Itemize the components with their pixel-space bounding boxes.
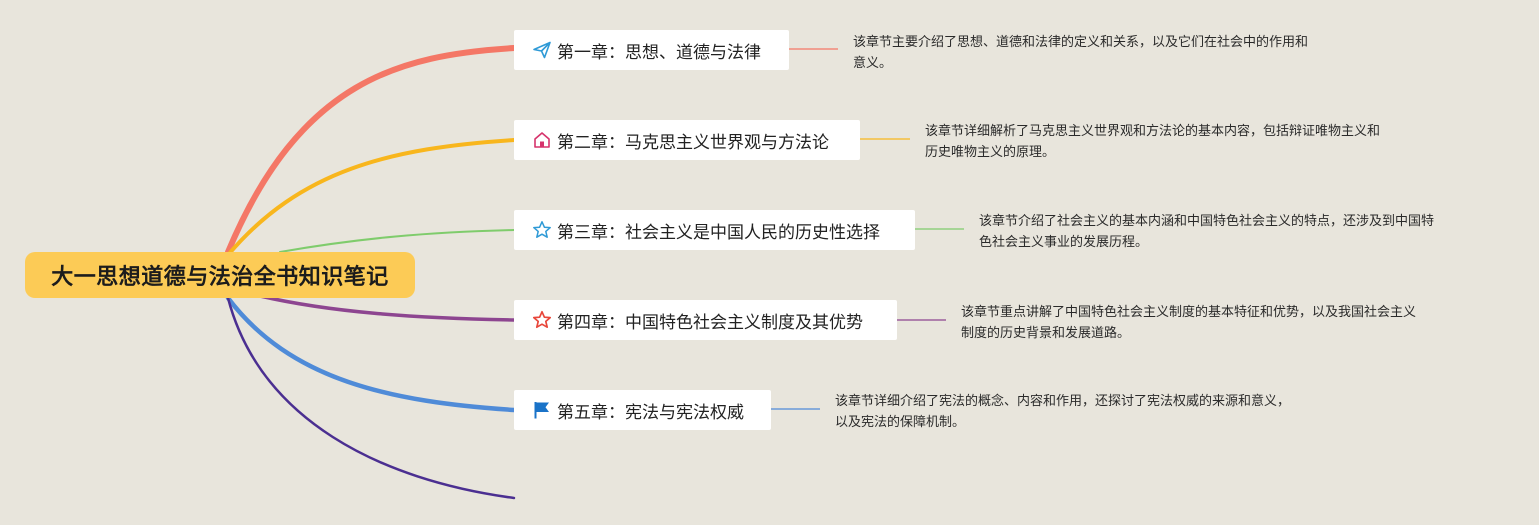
- branch-line-3: [279, 229, 515, 253]
- chapter-3-node[interactable]: 第三章：社会主义是中国人民的历史性选择: [514, 210, 915, 250]
- chapter-1-note: 该章节主要介绍了思想、道德和法律的定义和关系，以及它们在社会中的作用和 意义。: [853, 32, 1308, 74]
- note-line: 意义。: [853, 56, 893, 71]
- chapter-1-node[interactable]: 第一章：思想、道德与法律: [514, 30, 789, 70]
- chapter-5-title: 第五章：宪法与宪法权威: [557, 402, 744, 423]
- note-line: 该章节主要介绍了思想、道德和法律的定义和关系，以及它们在社会中的作用和: [853, 35, 1309, 50]
- chapter-3-title: 第三章：社会主义是中国人民的历史性选择: [557, 222, 880, 243]
- branch-line-1: [225, 45, 517, 255]
- branch-line-5: [225, 295, 517, 413]
- flag-icon: [532, 400, 552, 420]
- star-red-icon: [532, 310, 552, 330]
- chapter-2-title: 第二章：马克思主义世界观与方法论: [557, 132, 829, 153]
- chapter-4-note: 该章节重点讲解了中国特色社会主义制度的基本特征和优势，以及我国社会主义 制度的历…: [961, 302, 1416, 344]
- chapter-1-title: 第一章：思想、道德与法律: [557, 42, 761, 63]
- chapter-2-node[interactable]: 第二章：马克思主义世界观与方法论: [514, 120, 860, 160]
- chapter-2-note: 该章节详细解析了马克思主义世界观和方法论的基本内容，包括辩证唯物主义和 历史唯物…: [925, 121, 1380, 163]
- chapter-4-title: 第四章：中国特色社会主义制度及其优势: [557, 312, 863, 333]
- note-line: 制度的历史背景和发展道路。: [961, 326, 1131, 341]
- root-topic[interactable]: 大一思想道德与法治全书知识笔记: [25, 252, 415, 298]
- chapter-4-node[interactable]: 第四章：中国特色社会主义制度及其优势: [514, 300, 897, 340]
- chapter-5-note: 该章节详细介绍了宪法的概念、内容和作用，还探讨了宪法权威的来源和意义， 以及宪法…: [835, 391, 1290, 433]
- star-outline-icon: [532, 220, 552, 240]
- note-line: 该章节详细介绍了宪法的概念、内容和作用，还探讨了宪法权威的来源和意义，: [835, 394, 1291, 409]
- branch-line-4: [258, 294, 516, 322]
- branch-line-6: [226, 296, 516, 500]
- paper-plane-icon: [532, 40, 552, 60]
- note-line: 该章节介绍了社会主义的基本内涵和中国特色社会主义的特点，还涉及到中国特: [979, 214, 1435, 229]
- chapter-3-note: 该章节介绍了社会主义的基本内涵和中国特色社会主义的特点，还涉及到中国特 色社会主…: [979, 211, 1434, 253]
- house-icon: [532, 130, 552, 150]
- branch-line-2: [226, 138, 516, 257]
- chapter-5-node[interactable]: 第五章：宪法与宪法权威: [514, 390, 771, 430]
- note-line: 以及宪法的保障机制。: [835, 415, 966, 430]
- note-line: 历史唯物主义的原理。: [925, 145, 1056, 160]
- note-line: 该章节详细解析了马克思主义世界观和方法论的基本内容，包括辩证唯物主义和: [925, 124, 1381, 139]
- note-line: 色社会主义事业的发展历程。: [979, 235, 1149, 250]
- note-line: 该章节重点讲解了中国特色社会主义制度的基本特征和优势，以及我国社会主义: [961, 305, 1417, 320]
